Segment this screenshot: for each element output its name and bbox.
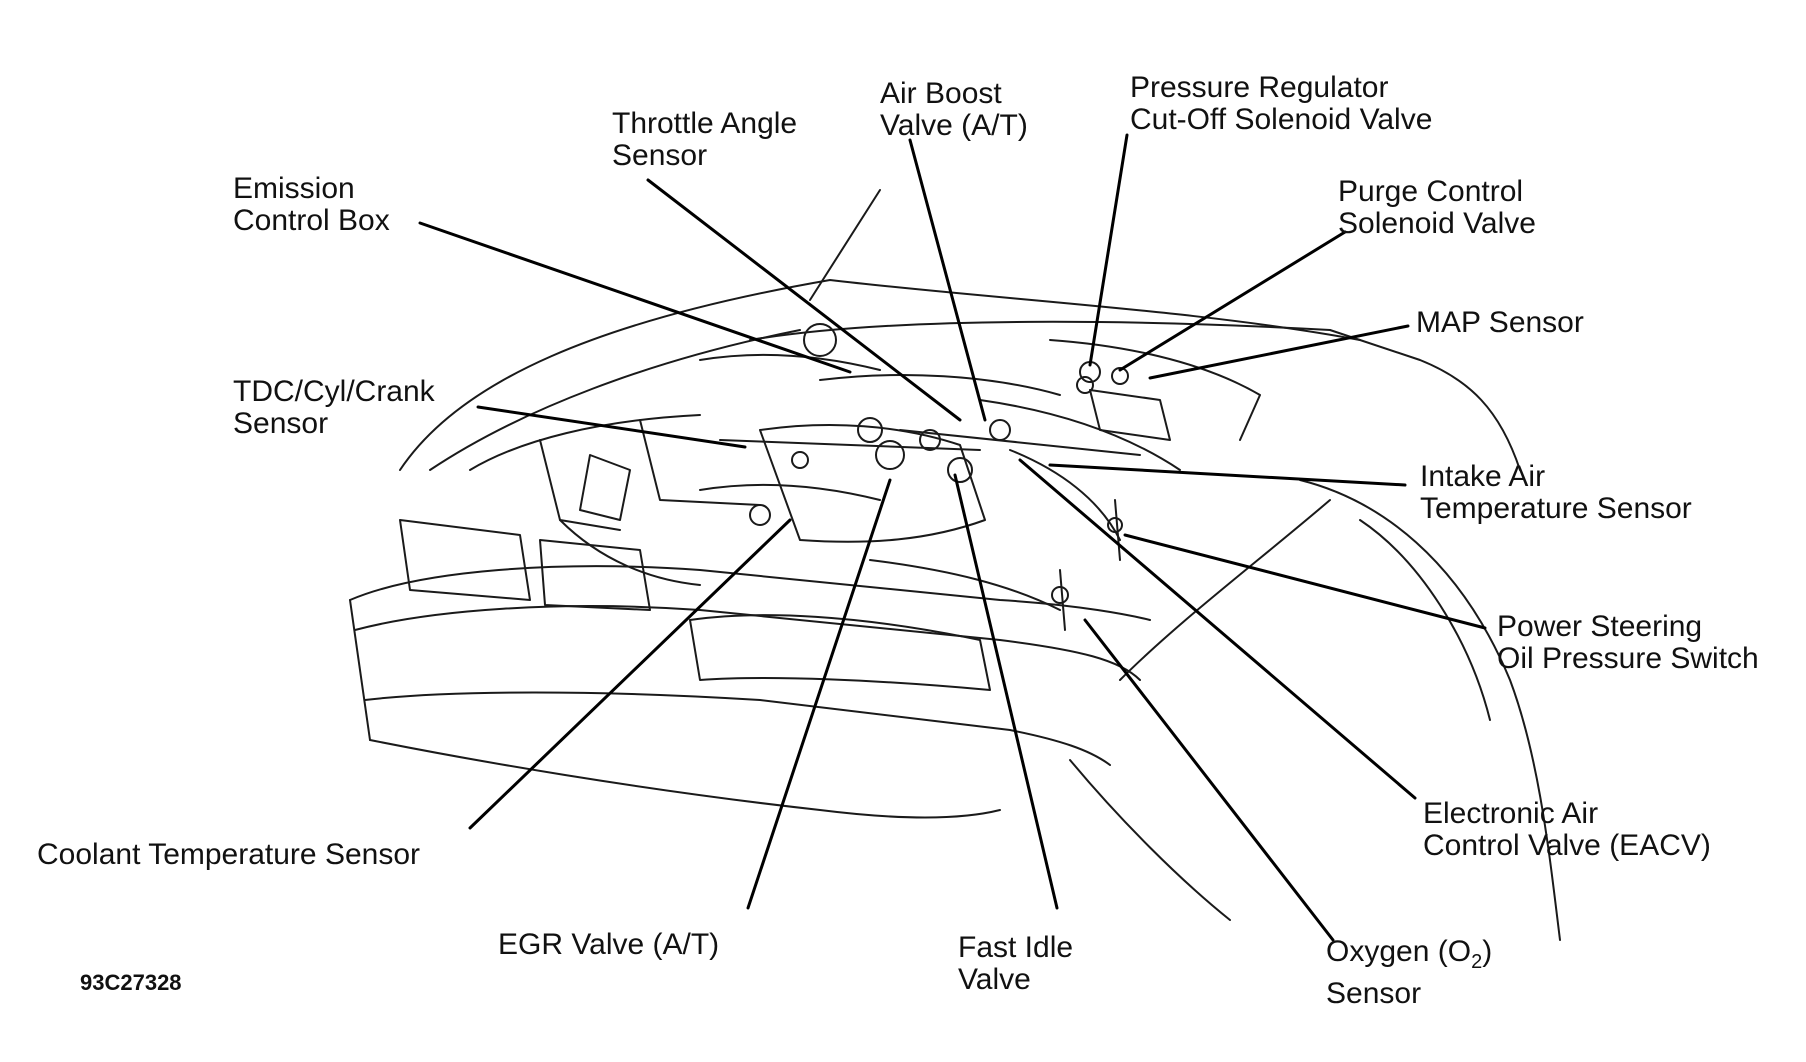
leader-map-sensor <box>1148 324 1410 380</box>
leader-air-boost-valve <box>908 138 987 422</box>
label-egr-valve: EGR Valve (A/T) <box>498 928 720 961</box>
leader-fast-idle <box>953 473 1059 910</box>
leader-intake-air-temp <box>1048 463 1407 487</box>
leader-tdc-sensor <box>476 405 747 449</box>
leader-throttle-angle-sensor <box>646 178 962 422</box>
leader-lines <box>418 133 1487 942</box>
label-power-steering: Power Steering Oil Pressure Switch <box>1497 610 1759 675</box>
label-air-boost-valve: Air Boost Valve (A/T) <box>880 77 1028 142</box>
leader-egr-valve <box>746 478 892 910</box>
label-emission-control-box: Emission Control Box <box>233 172 390 237</box>
leader-eacv <box>1018 458 1417 800</box>
leader-pressure-regulator <box>1088 133 1129 367</box>
oxygen-label-subscript: 2 <box>1471 951 1483 973</box>
leader-emission-control-box <box>418 221 852 374</box>
oxygen-label-line2: Sensor <box>1326 977 1422 1010</box>
oxygen-label-suffix: ) <box>1482 935 1493 968</box>
label-map-sensor: MAP Sensor <box>1416 306 1584 339</box>
label-tdc-sensor: TDC/Cyl/Crank Sensor <box>233 375 435 440</box>
label-fast-idle: Fast Idle Valve <box>958 931 1074 996</box>
leader-oxygen-sensor <box>1083 618 1335 942</box>
car-outline <box>349 189 1561 941</box>
leader-purge-control <box>1118 230 1347 372</box>
label-throttle-angle-sensor: Throttle Angle Sensor <box>612 107 798 172</box>
label-eacv: Electronic Air Control Valve (EACV) <box>1423 797 1711 862</box>
leader-power-steering <box>1123 533 1487 630</box>
label-intake-air-temp: Intake Air Temperature Sensor <box>1420 460 1692 525</box>
label-coolant-temp: Coolant Temperature Sensor <box>37 838 420 871</box>
figure-id: 93C27328 <box>80 970 182 995</box>
label-pressure-regulator: Pressure Regulator Cut-Off Solenoid Valv… <box>1130 71 1433 136</box>
label-purge-control: Purge Control Solenoid Valve <box>1338 175 1536 240</box>
leader-coolant-temp <box>468 518 792 830</box>
oxygen-label-prefix: Oxygen (O <box>1326 935 1472 968</box>
label-oxygen-sensor: Oxygen (O2) Sensor <box>1326 936 1492 1010</box>
